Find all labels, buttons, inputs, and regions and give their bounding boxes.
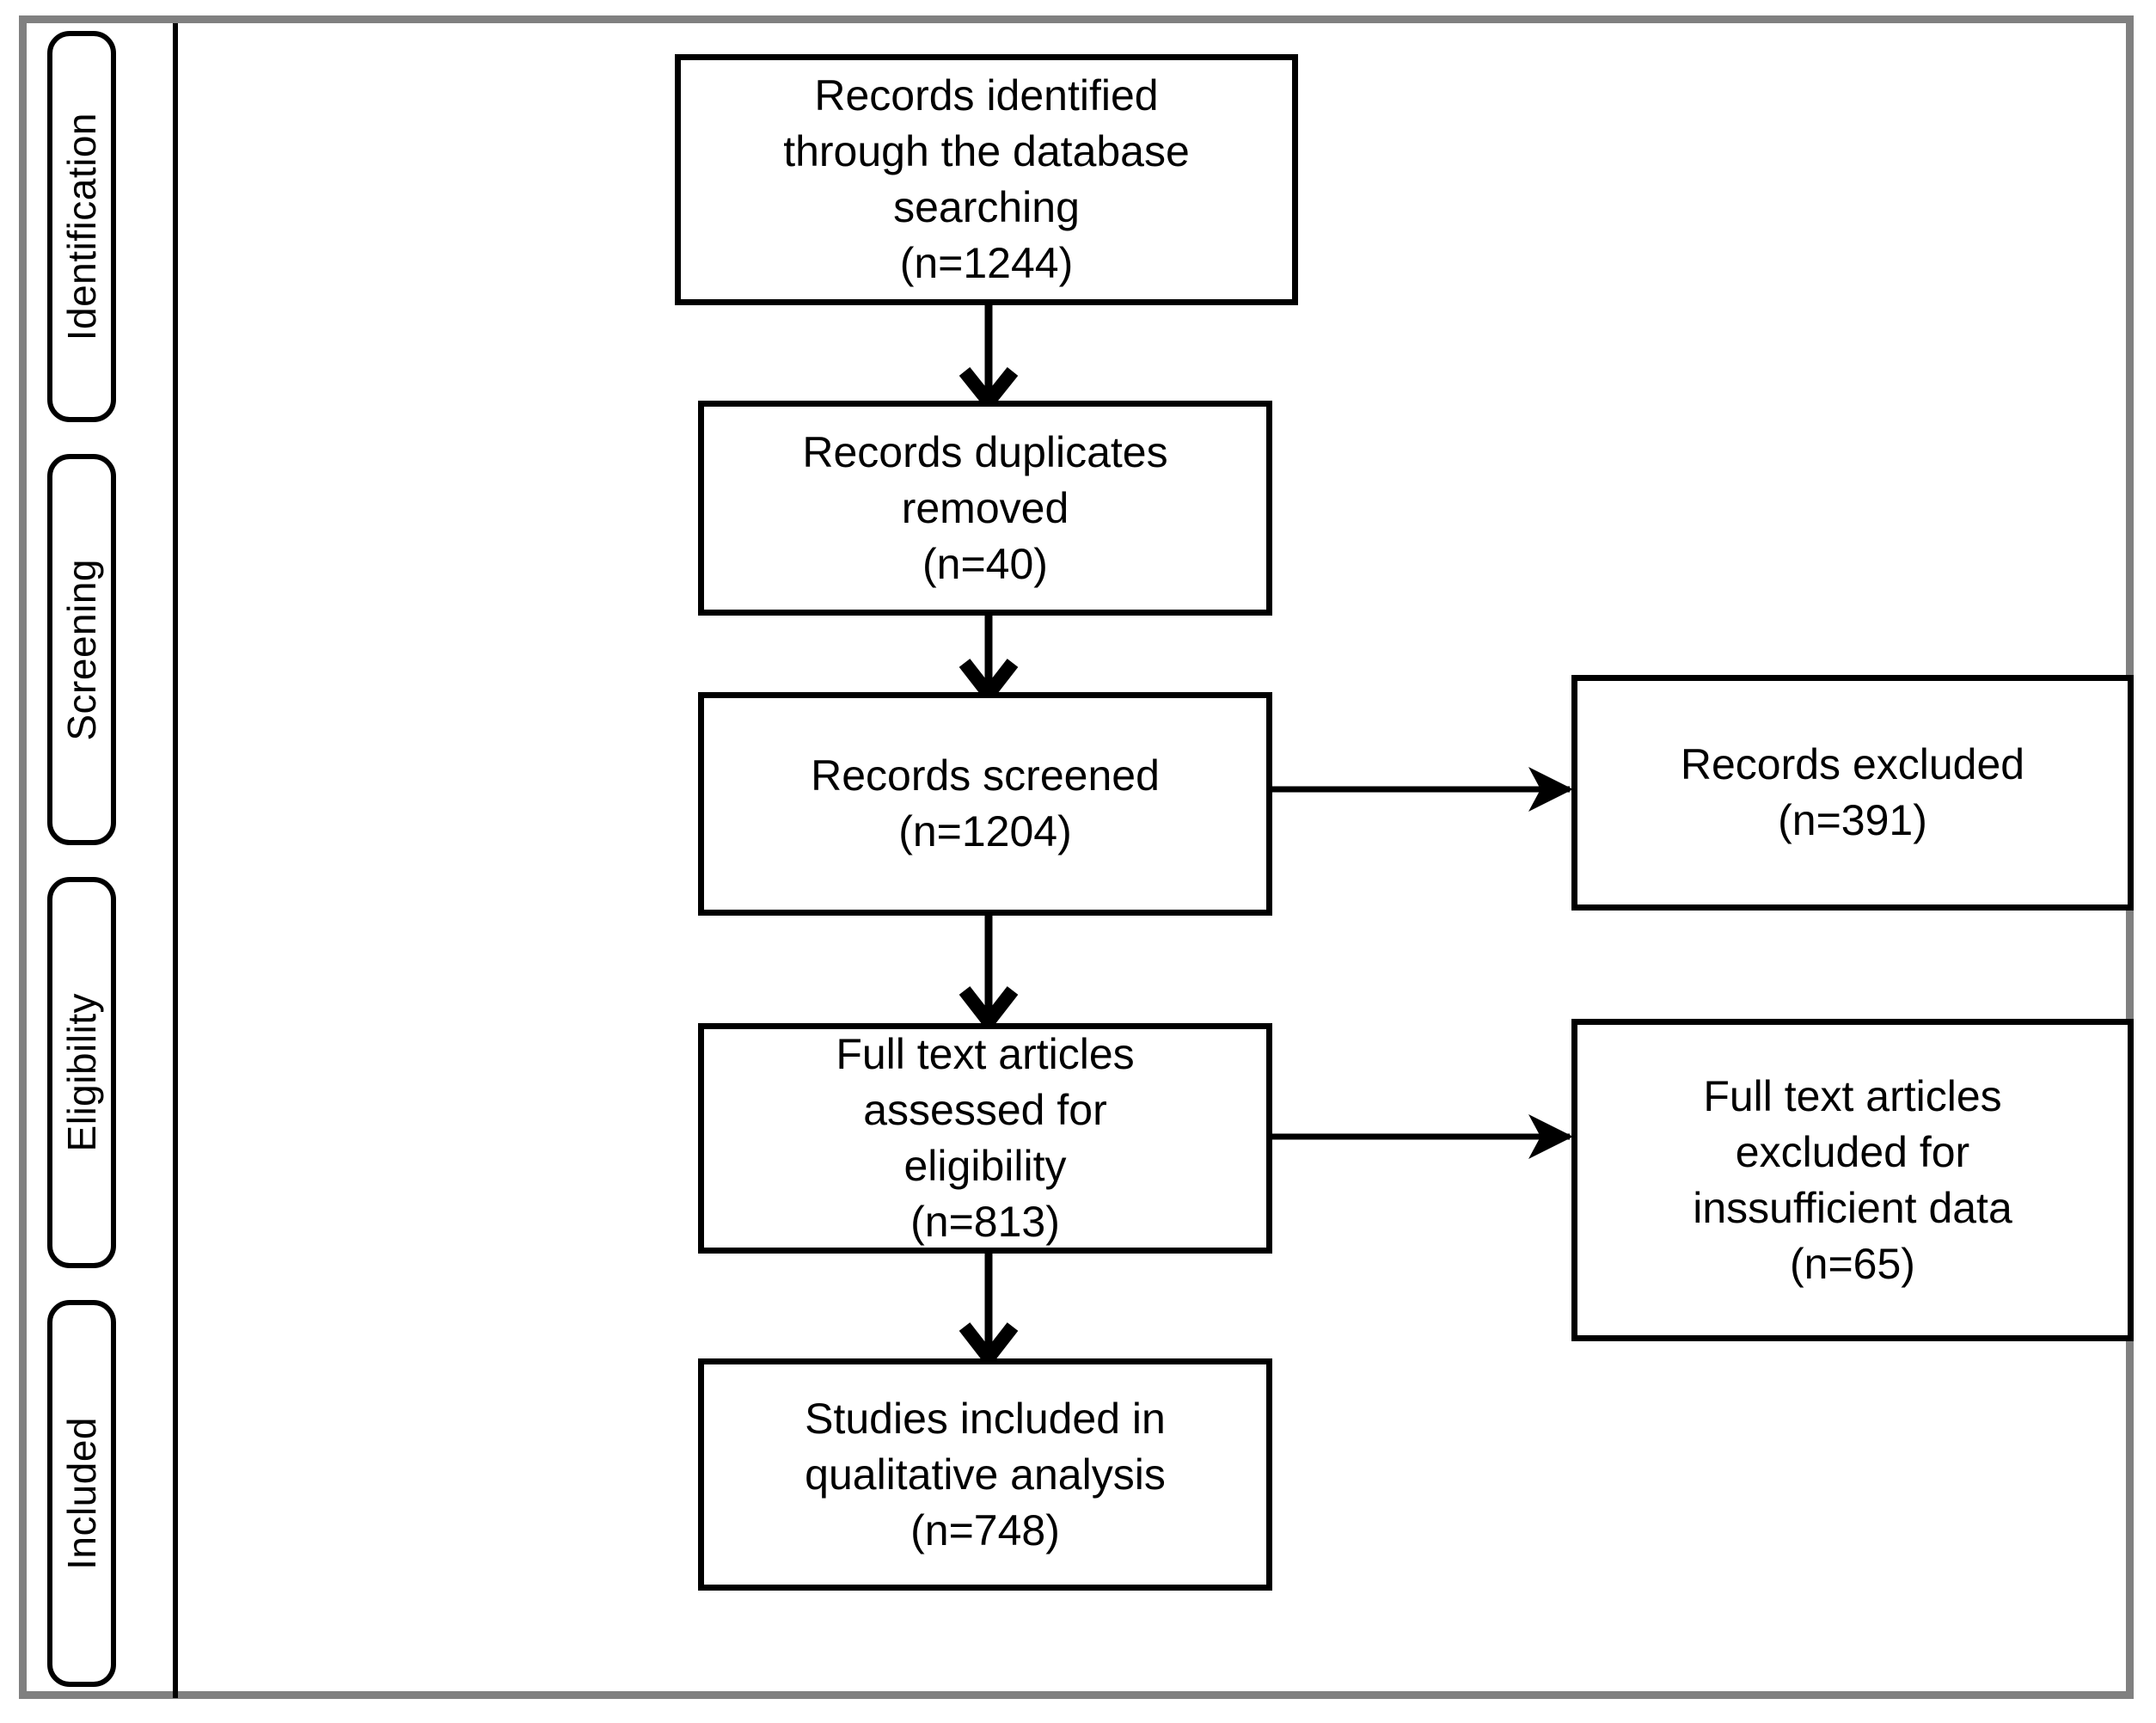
- box-records-screened: Records screened (n=1204): [698, 692, 1272, 916]
- box-duplicates-removed: Records duplicates removed (n=40): [698, 401, 1272, 616]
- box-duplicates-removed-text: Records duplicates removed (n=40): [802, 427, 1168, 588]
- stage-label-screening: Screening: [47, 454, 116, 845]
- arrow-fulltext-to-included: [959, 1251, 1019, 1363]
- arrow-screened-to-records-excluded: [1271, 767, 1573, 812]
- arrow-screened-to-fulltext: [959, 913, 1019, 1027]
- stage-label-included: Included: [47, 1300, 116, 1687]
- box-records-identified: Records identified through the database …: [675, 54, 1298, 305]
- stage-label-screening-text: Screening: [59, 558, 104, 741]
- box-included-studies: Studies included in qualitative analysis…: [698, 1358, 1272, 1591]
- stage-label-identification: Identification: [47, 31, 116, 422]
- box-included-studies-text: Studies included in qualitative analysis…: [805, 1394, 1166, 1554]
- stage-label-included-text: Included: [59, 1417, 104, 1570]
- arrow-fulltext-to-fulltext-excluded: [1271, 1114, 1573, 1159]
- box-records-identified-text: Records identified through the database …: [783, 71, 1190, 287]
- box-fulltext-excluded: Full text articles excluded for inssuffi…: [1571, 1019, 2134, 1341]
- box-fulltext-assessed-text: Full text articles assessed for eligibil…: [836, 1030, 1135, 1246]
- stage-label-eligibility: Eligibility: [47, 877, 116, 1268]
- stage-label-eligibility-text: Eligibility: [59, 993, 104, 1152]
- stage-label-identification-text: Identification: [59, 112, 104, 341]
- box-records-excluded: Records excluded (n=391): [1571, 675, 2134, 911]
- arrow-duplicates-to-screened: [959, 613, 1019, 697]
- box-records-screened-text: Records screened (n=1204): [811, 751, 1160, 855]
- box-records-excluded-text: Records excluded (n=391): [1680, 740, 2025, 844]
- arrow-identified-to-duplicates: [959, 303, 1019, 406]
- stage-column-divider: [173, 23, 178, 1698]
- box-fulltext-excluded-text: Full text articles excluded for inssuffi…: [1693, 1071, 2012, 1288]
- box-fulltext-assessed: Full text articles assessed for eligibil…: [698, 1023, 1272, 1254]
